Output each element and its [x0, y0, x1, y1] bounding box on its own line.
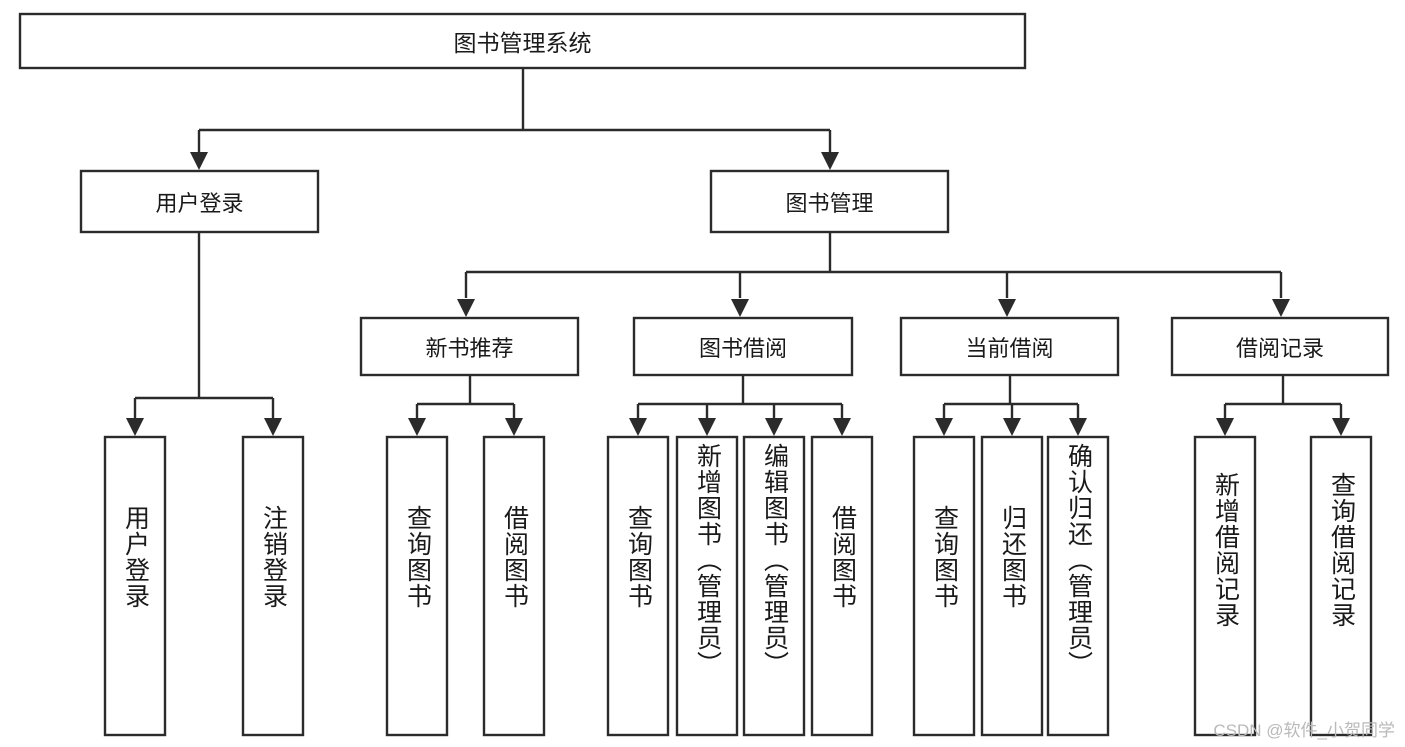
- arrow-to-current-borrow: [998, 299, 1016, 317]
- arrow-to-leaf-edit-book: [765, 418, 783, 436]
- node-user-login-box[interactable]: [79, 169, 320, 234]
- leaf-return-book-box[interactable]: [980, 435, 1044, 737]
- leaf-borrow-book-2-box[interactable]: [810, 435, 874, 737]
- arrow-to-leaf-query-record: [1332, 418, 1350, 436]
- leaf-borrow-book-1-box[interactable]: [482, 435, 546, 737]
- leaf-add-book-box[interactable]: [675, 435, 739, 737]
- arrow-to-leaf-add-record: [1216, 418, 1234, 436]
- leaf-query-book-3-box[interactable]: [912, 435, 976, 737]
- arrow-to-leaf-borrow-book-1: [505, 418, 523, 436]
- leaf-query-book-2-box[interactable]: [606, 435, 670, 737]
- arrow-to-leaf-query-book-2: [629, 418, 647, 436]
- arrow-to-leaf-user-login: [126, 418, 144, 436]
- arrow-to-leaf-add-book: [698, 418, 716, 436]
- leaf-confirm-return-box[interactable]: [1046, 435, 1110, 737]
- arrow-to-leaf-logout: [264, 418, 282, 436]
- node-current-borrow-box[interactable]: [899, 316, 1120, 377]
- arrow-to-leaf-query-book-1: [408, 418, 426, 436]
- leaf-query-record-box[interactable]: [1309, 435, 1373, 737]
- leaf-logout-box[interactable]: [241, 435, 305, 737]
- node-root-box[interactable]: [18, 12, 1027, 70]
- leaf-user-login-box[interactable]: [103, 435, 167, 737]
- node-new-book-recommend-box[interactable]: [359, 316, 580, 377]
- leaf-add-record-box[interactable]: [1193, 435, 1257, 737]
- arrow-to-leaf-query-book-3: [935, 418, 953, 436]
- arrow-to-new-book-recommend: [457, 299, 475, 317]
- node-book-borrow-box[interactable]: [632, 316, 854, 377]
- node-borrow-record-box[interactable]: [1170, 316, 1390, 377]
- leaf-query-book-1-box[interactable]: [385, 435, 449, 737]
- arrow-to-book-manage: [821, 152, 839, 170]
- arrow-to-leaf-confirm-return: [1069, 418, 1087, 436]
- arrow-to-book-borrow: [731, 299, 749, 317]
- node-book-manage-box[interactable]: [709, 169, 950, 234]
- leaf-edit-book-box[interactable]: [742, 435, 806, 737]
- arrow-to-leaf-return-book: [1003, 418, 1021, 436]
- arrow-to-user-login: [190, 152, 208, 170]
- arrow-to-borrow-record: [1272, 299, 1290, 317]
- arrow-to-leaf-borrow-book-2: [833, 418, 851, 436]
